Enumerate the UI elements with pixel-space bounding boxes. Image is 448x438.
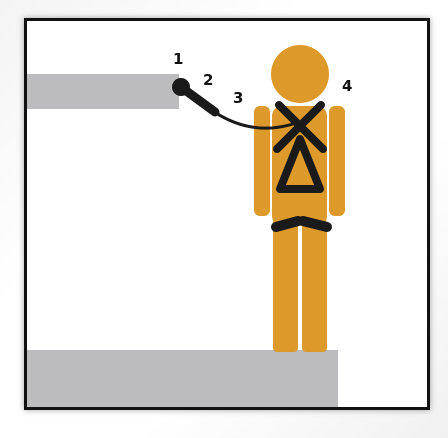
worker-head xyxy=(271,45,329,103)
fall-protection-diagram: 1 2 3 4 xyxy=(27,21,427,407)
label-connector: 2 xyxy=(203,71,213,89)
anchor-point xyxy=(172,78,190,96)
floor-ledge xyxy=(27,350,338,407)
worker-figure xyxy=(254,45,345,352)
label-harness: 4 xyxy=(342,77,352,95)
connector xyxy=(185,90,215,112)
label-lanyard: 3 xyxy=(233,89,243,107)
label-anchor: 1 xyxy=(173,50,183,68)
diagram-frame: 1 2 3 4 xyxy=(24,18,430,410)
upper-ledge xyxy=(27,74,179,109)
